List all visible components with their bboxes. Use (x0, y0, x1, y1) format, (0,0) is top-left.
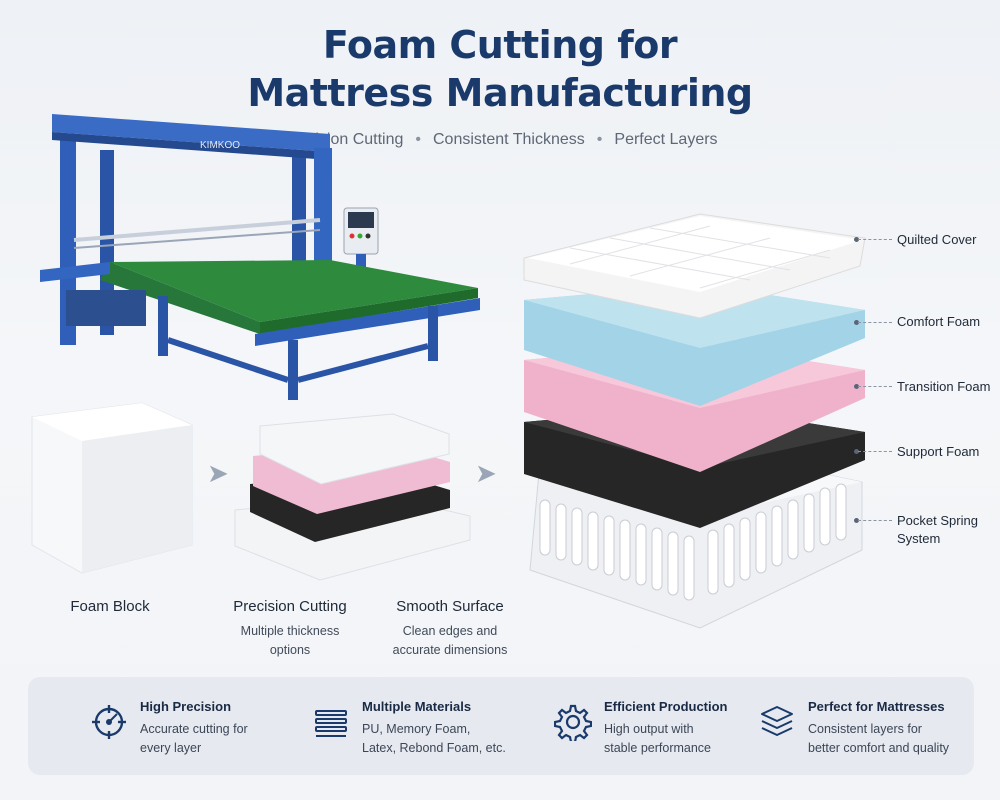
leader-dot-icon (854, 237, 859, 242)
subtitle-item: Perfect Layers (614, 131, 718, 148)
quilted-cover-top (528, 216, 862, 292)
conveyor-belt (110, 260, 478, 322)
feature-desc-line: Consistent layers for (808, 722, 922, 736)
subtitle-item: Consistent Thickness (433, 131, 585, 148)
page-title-line1: Foam Cutting for (322, 23, 678, 67)
feature-title: Efficient Production (604, 699, 728, 714)
layers-lines-icon (315, 710, 347, 737)
leader-line (858, 239, 892, 240)
control-button-icon (357, 233, 363, 239)
machine-top-beam-shadow (52, 132, 330, 160)
feature-multiple-materials: Multiple Materials PU, Memory Foam, Late… (312, 677, 542, 775)
conveyor-belt-edge (260, 288, 478, 334)
table-leg (428, 306, 438, 361)
feature-desc: High output with stable performance (604, 720, 711, 758)
machine-post (100, 150, 114, 335)
label-pocket-spring-line2: System (897, 531, 941, 546)
leader-dot-icon (854, 320, 859, 325)
step-precision-cutting-desc: Multiple thickness options (210, 622, 370, 660)
label-pocket-spring-line1: Pocket Spring (897, 513, 978, 528)
machine-motor (66, 290, 146, 326)
foam-block-side (82, 425, 192, 573)
feature-desc: Consistent layers for better comfort and… (808, 720, 949, 758)
foam-cutting-machine-image: KIMKOO (40, 114, 480, 400)
separator-dot-icon: • (596, 131, 603, 148)
feature-desc-line: every layer (140, 741, 202, 755)
feature-desc: PU, Memory Foam, Latex, Rebond Foam, etc… (362, 720, 506, 758)
feature-perfect-for-mattresses: Perfect for Mattresses Consistent layers… (758, 677, 968, 775)
label-pocket-spring: Pocket Spring System (897, 512, 978, 548)
cutting-rail (73, 229, 321, 249)
step-desc-line: Multiple thickness (240, 624, 340, 638)
step-desc-line: options (269, 643, 311, 657)
step-smooth-surface-desc: Clean edges and accurate dimensions (375, 622, 525, 660)
foam-block-image (31, 402, 193, 574)
leader-line (858, 322, 892, 323)
feature-title: Multiple Materials (362, 699, 472, 714)
target-icon (92, 705, 126, 739)
process-arrow-icon: ➤ (475, 458, 497, 488)
feature-desc-line: High output with (604, 722, 694, 736)
leader-dot-icon (854, 384, 859, 389)
feature-desc-line: PU, Memory Foam, (362, 722, 471, 736)
table-leg (158, 296, 168, 356)
table-brace (297, 343, 429, 383)
stacked-layers-icon (761, 706, 793, 736)
quilt-pattern (569, 225, 831, 289)
label-comfort-foam: Comfort Foam (897, 314, 981, 329)
control-button-icon (365, 233, 371, 239)
leader-line (858, 451, 892, 452)
label-quilted-cover: Quilted Cover (897, 232, 977, 247)
gear-icon (554, 704, 592, 741)
feature-desc-line: Latex, Rebond Foam, etc. (362, 741, 506, 755)
control-screen (348, 212, 374, 228)
feature-title: High Precision (140, 699, 232, 714)
leader-dot-icon (854, 449, 859, 454)
mattress-layers-image (523, 213, 866, 629)
cut-foam-sheets-image (234, 413, 471, 581)
step-desc-line: Clean edges and (402, 624, 498, 638)
feature-high-precision: High Precision Accurate cutting for ever… (90, 677, 300, 775)
leader-line (858, 386, 892, 387)
step-foam-block-title: Foam Block (70, 598, 150, 615)
process-arrow-icon: ➤ (207, 458, 229, 488)
foam-block-top (32, 403, 192, 441)
table-frame (255, 298, 480, 346)
feature-desc-line: better comfort and quality (808, 741, 950, 755)
machine-brand-label: KIMKOO (200, 140, 240, 151)
label-support-foam: Support Foam (897, 444, 980, 459)
table-brace (167, 337, 289, 383)
leader-dot-icon (854, 518, 859, 523)
separator-dot-icon: • (415, 131, 421, 148)
cutting-rail (73, 218, 321, 242)
step-desc-line: accurate dimensions (392, 643, 508, 657)
feature-efficient-production: Efficient Production High output with st… (554, 677, 754, 775)
conveyor-belt-side (100, 262, 260, 334)
control-button-icon (349, 233, 355, 239)
feature-desc-line: Accurate cutting for (140, 722, 248, 736)
feature-desc-line: stable performance (604, 741, 712, 755)
leader-line (858, 520, 892, 521)
feature-title: Perfect for Mattresses (808, 699, 945, 714)
page-title-line2: Mattress Manufacturing (247, 71, 753, 115)
feature-desc: Accurate cutting for every layer (140, 720, 248, 758)
sheet-white-top (259, 413, 450, 485)
step-precision-cutting-title: Precision Cutting (233, 598, 347, 615)
table-leg (288, 340, 298, 400)
spring-coils (539, 483, 847, 601)
label-transition-foam: Transition Foam (897, 379, 991, 394)
step-smooth-surface-title: Smooth Surface (396, 598, 504, 615)
machine-top-beam (52, 114, 330, 152)
features-panel: High Precision Accurate cutting for ever… (28, 677, 974, 775)
table-frame (40, 262, 110, 282)
